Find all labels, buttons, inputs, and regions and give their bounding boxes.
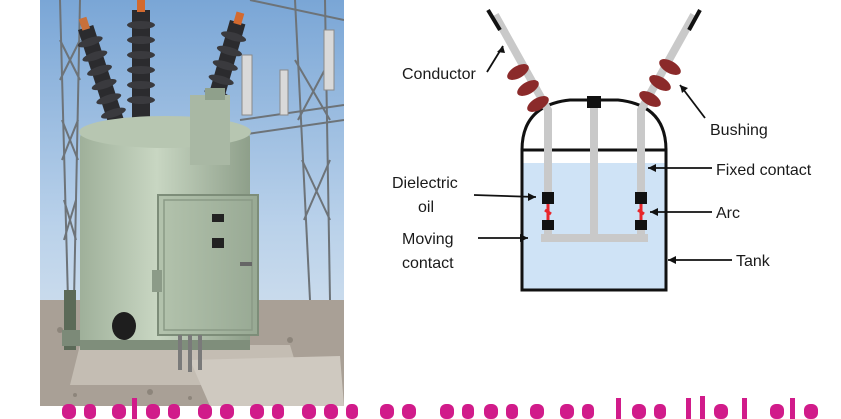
label-tank: Tank bbox=[736, 253, 771, 270]
oil-circuit-breaker-photo bbox=[40, 0, 344, 406]
bushing-left bbox=[507, 64, 549, 112]
conductor-tip-left bbox=[486, 8, 502, 32]
label-arc: Arc bbox=[716, 205, 740, 222]
moving-contact-right bbox=[635, 220, 647, 230]
label-moving-contact-line1: Moving bbox=[402, 231, 454, 248]
fixed-contact-right bbox=[635, 192, 647, 204]
cropped-caption-glyphs bbox=[62, 396, 818, 419]
moving-contact-left bbox=[542, 220, 554, 230]
operating-rod-cap bbox=[587, 96, 601, 108]
conductor-rods bbox=[491, 13, 698, 242]
fixed-contact-left bbox=[542, 192, 554, 204]
bottom-caption-cropped bbox=[0, 392, 841, 419]
breaker-bushings bbox=[77, 0, 247, 135]
arrowheads bbox=[497, 46, 688, 264]
distant-insulators bbox=[241, 29, 335, 116]
label-bushing: Bushing bbox=[710, 122, 768, 139]
label-dielectric-oil-line2: oil bbox=[418, 199, 434, 216]
arc bbox=[544, 204, 645, 220]
bushing-right bbox=[639, 59, 681, 107]
steel-structure bbox=[59, 0, 344, 301]
oil-circuit-breaker-diagram: Conductor Bushing Fixed contact Dielectr… bbox=[384, 0, 841, 300]
label-conductor: Conductor bbox=[402, 66, 476, 83]
label-dielectric-oil-line1: Dielectric bbox=[392, 175, 458, 192]
control-cabinet bbox=[152, 194, 259, 372]
label-fixed-contact: Fixed contact bbox=[716, 162, 812, 179]
label-moving-contact-line2: contact bbox=[402, 255, 454, 272]
conductor-tip-right bbox=[687, 9, 702, 31]
